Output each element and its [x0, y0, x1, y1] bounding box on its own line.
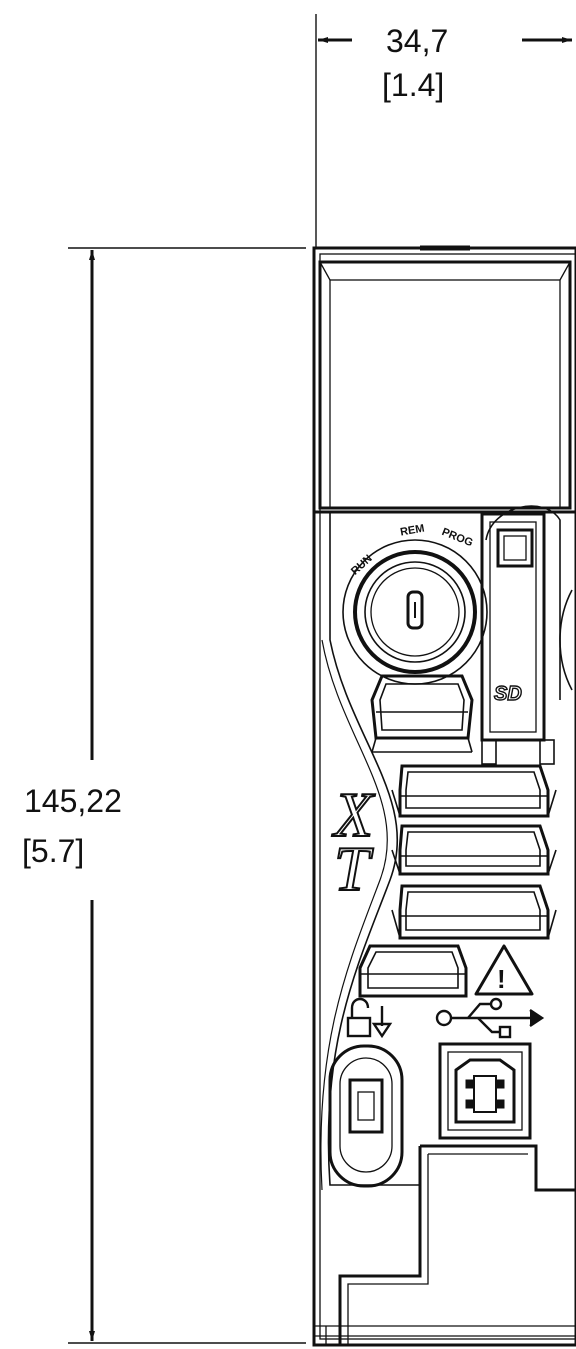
sd-card-door-inner [489, 521, 537, 733]
key-position-rem: REM [399, 523, 425, 539]
display-bevel-tr [559, 261, 571, 281]
display-bevel-tl [319, 261, 331, 281]
key-switch[interactable] [342, 539, 488, 685]
display-window [318, 260, 572, 510]
lock-slider-knob-inner [357, 1091, 375, 1121]
usb-port-opening [447, 1051, 523, 1131]
lock-slider-housing [328, 1044, 404, 1188]
status-indicators [358, 674, 557, 998]
lock-slider-knob [348, 1078, 384, 1134]
lock-slider-track [339, 1057, 393, 1173]
key-switch-face [364, 561, 466, 663]
warning-triangle-icon: ! [474, 944, 534, 996]
sd-card-foot-right [539, 739, 555, 765]
sd-card-slot[interactable] [480, 505, 561, 765]
display-screen [329, 279, 561, 509]
width-metric-label: 34,7 [386, 23, 448, 59]
indicator-port-5 [358, 944, 468, 998]
usb-pin-2 [495, 1079, 505, 1089]
base-step-outer [420, 1144, 576, 1192]
housing-inner-outline [319, 253, 576, 1340]
usb-port-connector [454, 1058, 516, 1124]
keyhole-icon [406, 590, 424, 630]
usb-pin-3 [465, 1099, 475, 1109]
faceplate-curve-inner [320, 639, 388, 1191]
height-dimension [68, 247, 306, 1344]
sd-card-latch-inner [503, 535, 527, 561]
logo-letter-t: T [334, 833, 374, 904]
key-switch-face-inner [370, 567, 460, 657]
indicator-port-4 [391, 884, 557, 940]
key-switch-bezel [353, 550, 477, 674]
usb-port[interactable] [438, 1042, 532, 1140]
warning-exclamation: ! [497, 964, 506, 994]
usb-port-frame [438, 1042, 532, 1140]
module-body [312, 245, 576, 1347]
lock-slider[interactable] [328, 1044, 404, 1188]
usb-pin-1 [465, 1079, 475, 1089]
usb-pin-4 [495, 1099, 505, 1109]
height-imperial-label: [5.7] [22, 833, 84, 869]
usb-port-tongue [473, 1075, 497, 1113]
base-step-lower-inner [347, 1154, 429, 1345]
width-dimension [315, 14, 572, 248]
sd-card-logo: SD [494, 683, 522, 705]
usb-icon [435, 997, 545, 1039]
indicator-port-3 [391, 824, 557, 876]
base-outline [314, 1144, 576, 1345]
indicator-port-2 [391, 764, 557, 818]
indicator-port-1 [370, 674, 474, 753]
sd-card-latch [496, 528, 534, 568]
height-metric-label: 145,22 [24, 783, 122, 819]
sd-card-door [480, 512, 546, 742]
base-step-lower [338, 1146, 422, 1345]
width-imperial-label: [1.4] [382, 67, 444, 103]
logo-letter-x: X [331, 779, 376, 850]
sd-card-foot-left [481, 739, 497, 765]
faceplate-curve [327, 512, 420, 1186]
unlock-icon [346, 997, 393, 1039]
right-edge-bump [559, 589, 573, 691]
